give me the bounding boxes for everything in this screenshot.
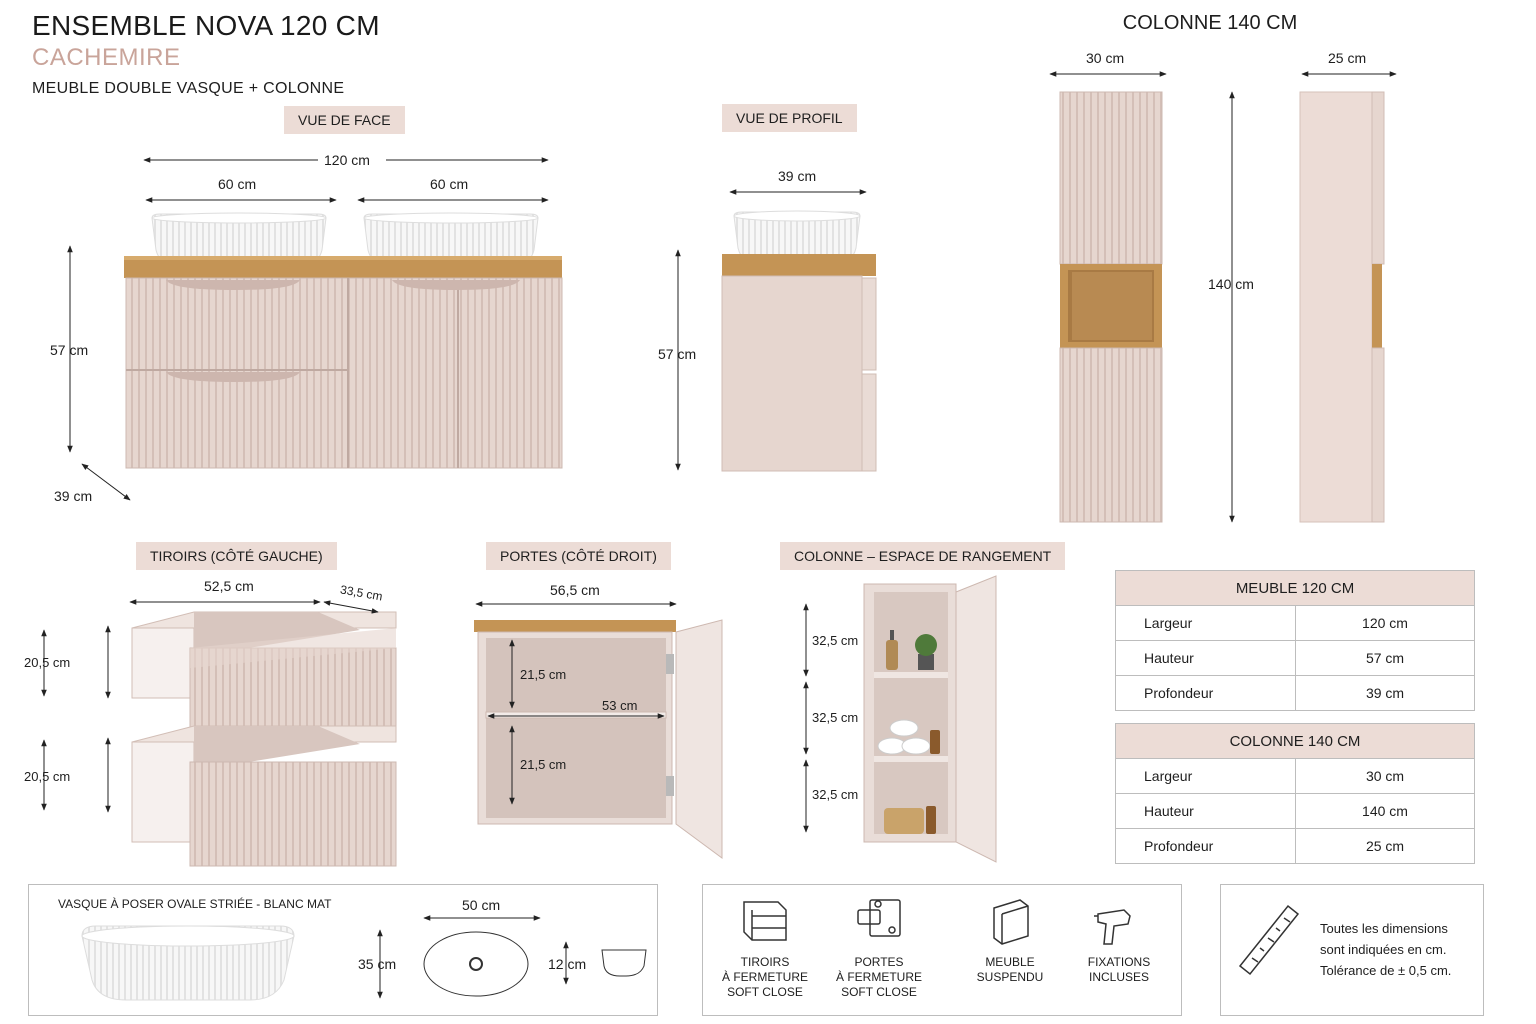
tag-column-storage: COLONNE – ESPACE DE RANGEMENT [780, 542, 1066, 570]
dim-column-shelf-3: 32,5 cm [812, 787, 859, 802]
dim-column-shelf-2: 32,5 cm [812, 710, 859, 725]
dim-drawer-top-height: 20,5 cm [24, 655, 71, 670]
feature-line: FIXATIONS [1087, 955, 1151, 969]
feature-line: TIROIRS [740, 955, 790, 969]
dim-drawer-width: 52,5 cm [204, 578, 254, 594]
dim-column-shelf-1: 32,5 cm [812, 633, 859, 648]
dim-front-total: 120 cm [324, 152, 370, 168]
note-box [1220, 884, 1484, 1016]
note-line: Toutes les dimensions [1320, 921, 1448, 936]
dim-door-bottom-height: 21,5 cm [520, 757, 567, 772]
feature-fixings: FIXATIONS INCLUSES [1064, 955, 1174, 985]
dim-door-top-height: 21,5 cm [520, 667, 567, 682]
page-description: MEUBLE DOUBLE VASQUE + COLONNE [32, 80, 345, 97]
feature-line: MEUBLE [985, 955, 1035, 969]
dim-basin-depth: 35 cm [358, 956, 397, 972]
dim-profile-width: 39 cm [778, 168, 817, 184]
dim-door-width: 56,5 cm [550, 582, 600, 598]
dim-front-depth: 39 cm [54, 488, 93, 504]
note-line: Tolérance de ± 0,5 cm. [1320, 963, 1452, 978]
row-label: Hauteur [1115, 793, 1296, 829]
row-label: Profondeur [1115, 675, 1296, 711]
row-label: Profondeur [1115, 828, 1296, 864]
dim-column-depth: 25 cm [1328, 50, 1367, 66]
doors-drawing [474, 601, 723, 859]
column-title: COLONNE 140 CM [1122, 12, 1298, 34]
basin-detail-box [28, 884, 658, 1016]
dim-basin-width: 50 cm [462, 897, 501, 913]
dim-column-height: 140 cm [1208, 276, 1254, 292]
note-line: sont indiquées en cm. [1320, 942, 1447, 957]
feature-line: À FERMETURE [835, 970, 922, 984]
feature-doors: PORTES À FERMETURE SOFT CLOSE [824, 955, 934, 1000]
profile-view-drawing [675, 189, 877, 472]
row-value: 57 cm [1295, 640, 1475, 676]
tolerance-note: Toutes les dimensions sont indiquées en … [1320, 918, 1451, 981]
feature-line: À FERMETURE [721, 970, 808, 984]
tag-drawers: TIROIRS (CÔTÉ GAUCHE) [136, 542, 337, 570]
tag-doors: PORTES (CÔTÉ DROIT) [486, 542, 671, 570]
row-label: Hauteur [1115, 640, 1296, 676]
row-value: 25 cm [1295, 828, 1475, 864]
dim-basin-height: 12 cm [548, 956, 587, 972]
feature-line: SOFT CLOSE [727, 985, 803, 999]
feature-line: SUSPENDU [976, 970, 1044, 984]
row-value: 30 cm [1295, 758, 1475, 794]
features-box [702, 884, 1182, 1016]
dim-profile-height: 57 cm [658, 346, 697, 362]
row-value: 120 cm [1295, 605, 1475, 641]
drill-icon [1094, 909, 1131, 945]
dim-front-right: 60 cm [430, 176, 469, 192]
row-label: Largeur [1115, 605, 1296, 641]
basin-label: VASQUE À POSER OVALE STRIÉE - BLANC MAT [58, 897, 332, 911]
hinge-icon [857, 899, 901, 937]
tag-profile-view: VUE DE PROFIL [722, 104, 857, 132]
dim-drawer-bottom-height: 20,5 cm [24, 769, 71, 784]
ruler-icon [1238, 904, 1300, 976]
tag-front-view: VUE DE FACE [284, 106, 405, 134]
front-view-drawing [67, 157, 563, 501]
spec-table-title: COLONNE 140 CM [1115, 723, 1475, 759]
basin-detail-drawing [81, 915, 647, 1001]
dim-front-height: 57 cm [50, 342, 89, 358]
dim-column-width: 30 cm [1086, 50, 1125, 66]
column-storage-drawing [803, 575, 997, 863]
drawers-icon [743, 901, 787, 941]
feature-line: INCLUSES [1088, 970, 1150, 984]
dim-door-shelf-width: 53 cm [602, 698, 638, 713]
page-title: ENSEMBLE NOVA 120 CM [32, 10, 380, 41]
feature-wall-mounted: MEUBLE SUSPENDU [955, 955, 1065, 985]
color-subtitle: CACHEMIRE [32, 44, 181, 71]
column-front-drawing [1049, 71, 1235, 523]
row-value: 39 cm [1295, 675, 1475, 711]
dim-front-left: 60 cm [218, 176, 257, 192]
feature-drawers: TIROIRS À FERMETURE SOFT CLOSE [710, 955, 820, 1000]
wall-cabinet-icon [993, 899, 1029, 945]
column-side-drawing [1299, 71, 1397, 523]
drawers-drawing [41, 599, 397, 867]
feature-line: SOFT CLOSE [841, 985, 917, 999]
feature-line: PORTES [854, 955, 904, 969]
